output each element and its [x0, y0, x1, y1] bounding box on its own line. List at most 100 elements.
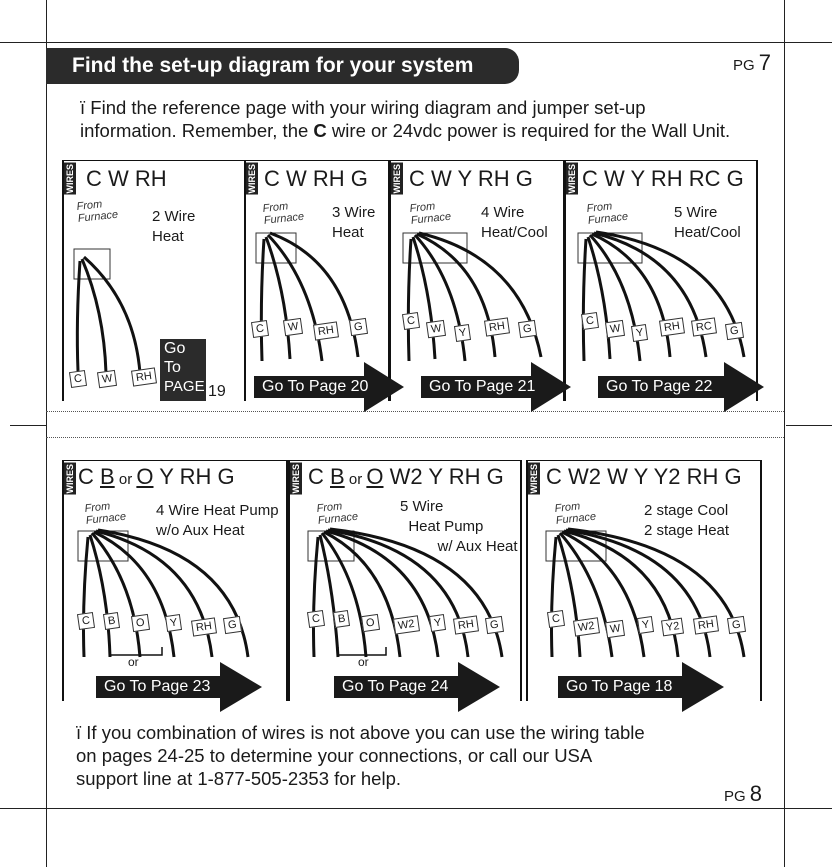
wire-bundle: [545, 527, 746, 658]
outro-line: on pages 24-25 to determine your connect…: [76, 745, 593, 766]
intro-bold-c: C: [313, 120, 327, 141]
crop-line: [786, 425, 832, 426]
page-num: 7: [758, 50, 771, 75]
panel-description: 5 Wire Heat/Cool: [674, 204, 741, 241]
terminal-w: W: [604, 319, 626, 339]
terminal-rc: RC: [691, 317, 717, 337]
terminal-g: G: [517, 319, 537, 339]
goto-page-22-arrow[interactable]: Go To Page 22: [598, 362, 764, 412]
title-part: Y RH G: [153, 464, 235, 489]
wiring-panel: WIRES C B or O Y RH G From Furnace 4 Wir…: [62, 460, 288, 701]
terminal-rh: RH: [659, 317, 685, 337]
panel-description: 4 Wire Heat/Cool: [481, 204, 548, 241]
terminal-y: Y: [636, 616, 655, 634]
outro-line: support line at 1-877-505-2353 for help.: [76, 768, 401, 789]
go-to-page-box: Go To PAGE: [160, 339, 206, 401]
crop-line: [784, 0, 785, 867]
goto-label: Go To Page 21: [429, 378, 536, 395]
panel-description: 4 Wire Heat Pump w/o Aux Heat: [156, 502, 279, 539]
wire-bundle: [73, 248, 142, 374]
panel-title: C W RH G: [264, 166, 368, 191]
goto-page-24-arrow[interactable]: Go To Page 24: [334, 662, 500, 712]
terminal-y: Y: [453, 324, 472, 342]
panel-description: 5 Wire Heat Pump w/ Aux Heat: [400, 498, 518, 555]
terminal-y2: Y2: [660, 617, 685, 637]
terminal-w: W: [96, 369, 118, 389]
panel-title: C B or O Y RH G: [78, 465, 235, 492]
goto-page-18-arrow[interactable]: Go To Page 18: [558, 662, 724, 712]
outro-line: If you combination of wires is not above…: [86, 722, 645, 743]
section-title: Find the set-up diagram for your system: [72, 54, 474, 77]
terminal-rh: RH: [484, 317, 510, 337]
panel-title: C W RH: [86, 166, 167, 191]
goto-page-23-arrow[interactable]: Go To Page 23: [96, 662, 262, 712]
goto-label: Go To Page 22: [606, 378, 713, 395]
panel-title: C W Y RH G: [409, 166, 533, 191]
terminal-g: G: [222, 615, 242, 635]
crop-line: [0, 42, 832, 43]
goto-page-20-arrow[interactable]: Go To Page 20: [254, 362, 404, 412]
terminal-y: Y: [428, 614, 447, 632]
goto-page-21-arrow[interactable]: Go To Page 21: [421, 362, 571, 412]
terminal-w2: W2: [393, 615, 420, 635]
or-label: or: [358, 655, 369, 669]
terminal-rh: RH: [131, 367, 157, 387]
or-label: or: [128, 655, 139, 669]
terminal-g: G: [724, 321, 744, 341]
panel-description: 2 Wire Heat: [152, 208, 196, 245]
crop-line: [46, 0, 47, 867]
goto-word: Go: [164, 340, 186, 357]
terminal-c: C: [546, 609, 565, 629]
bullet: ï: [80, 97, 86, 118]
page-divider: [46, 437, 784, 438]
terminal-rh: RH: [313, 321, 339, 341]
intro-line: wire or 24vdc power is required for the …: [326, 120, 731, 141]
terminal-o: O: [130, 613, 150, 633]
goto-page-word: PAGE: [164, 378, 205, 395]
terminal-y: Y: [164, 614, 183, 632]
wiring-panel: WIRES C W Y RH RC G From Furnace 5 Wire …: [564, 160, 758, 401]
section-header: Find the set-up diagram for your system: [46, 48, 519, 84]
panel-title: C W2 W Y Y2 RH G: [546, 464, 742, 489]
page-prefix: PG: [724, 788, 746, 805]
title-part: C: [308, 464, 330, 489]
intro-line: information. Remember, the: [80, 120, 314, 141]
terminal-b: B: [332, 610, 351, 628]
terminal-rh: RH: [191, 617, 217, 637]
title-part-o: O: [136, 464, 154, 489]
terminal-c: C: [306, 609, 325, 629]
page-num: 8: [749, 781, 762, 806]
terminal-c: C: [401, 311, 420, 331]
title-or: or: [114, 471, 137, 488]
crop-line: [0, 808, 832, 809]
terminal-g: G: [726, 615, 746, 635]
terminal-c: C: [580, 311, 599, 331]
arrow-shape: [558, 662, 724, 712]
arrow-shape: [598, 362, 764, 412]
wiring-panel: WIRES C B or O W2 Y RH G From Furnace 5 …: [288, 460, 522, 701]
page-divider: [46, 411, 784, 412]
title-part-b: B: [100, 464, 115, 489]
title-part: C: [78, 464, 100, 489]
wiring-panel: WIRES C W2 W Y Y2 RH G From Furnace 2 st…: [526, 460, 762, 701]
terminal-c: C: [68, 369, 87, 389]
goto-word: To: [164, 359, 181, 376]
terminal-rh: RH: [453, 615, 479, 635]
panel-description: 3 Wire Heat: [332, 204, 376, 241]
terminal-y: Y: [630, 324, 649, 342]
bullet: ï: [76, 722, 82, 743]
page-prefix: PG: [733, 57, 755, 74]
title-or: or: [344, 471, 367, 488]
title-part: W2 Y RH G: [383, 464, 504, 489]
title-part-o: O: [366, 464, 384, 489]
terminal-w: W: [282, 317, 304, 337]
terminal-o: O: [360, 613, 380, 633]
goto-label: Go To Page 23: [104, 678, 211, 695]
terminal-rh: RH: [693, 615, 719, 635]
terminal-c: C: [76, 611, 95, 631]
intro-line: Find the reference page with your wiring…: [90, 97, 646, 118]
terminal-w2: W2: [573, 617, 600, 637]
arrow-shape: [96, 662, 262, 712]
panel-description: 2 stage Cool 2 stage Heat: [644, 502, 730, 539]
goto-page-number: 19: [208, 383, 226, 400]
